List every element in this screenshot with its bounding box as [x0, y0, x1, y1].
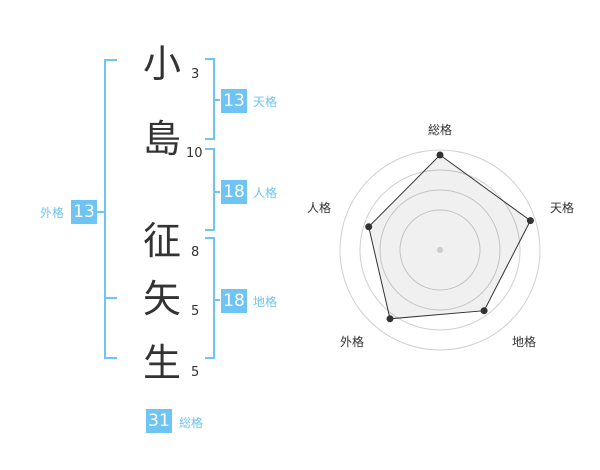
radar-point-soukaku — [436, 151, 444, 159]
stroke-count-3: 8 — [191, 245, 200, 260]
stroke-count-4: 5 — [191, 304, 200, 319]
stroke-count-2: 10 — [186, 146, 203, 161]
radar-label-jinkaku: 人格 — [307, 200, 331, 215]
jinkaku-label: 人格 — [253, 186, 278, 200]
stroke-count-5: 5 — [191, 365, 200, 380]
gaikaku-badge: 13 — [71, 200, 97, 224]
radar-point-gaikaku — [386, 315, 394, 323]
radar-ring-1 — [339, 149, 541, 351]
chikaku-badge: 18 — [221, 289, 247, 313]
gaikaku-label: 外格 — [40, 206, 65, 220]
name-char-2: 島 — [143, 117, 182, 161]
radar-ring-3 — [379, 189, 501, 311]
radar-label-soukaku: 総格 — [428, 122, 452, 137]
name-char-1: 小 — [143, 42, 182, 86]
tenkaku-label: 天格 — [253, 95, 278, 109]
stroke-count-1: 3 — [191, 67, 200, 82]
radar-label-gaikaku: 外格 — [340, 334, 364, 349]
name-char-5: 生 — [143, 341, 182, 385]
chikaku-label: 地格 — [253, 295, 278, 309]
radar-point-tenkaku — [526, 217, 534, 225]
radar-point-chikaku — [480, 307, 488, 315]
radar-ring-2 — [359, 169, 521, 331]
name-char-3: 征 — [143, 219, 182, 263]
radar-point-jinkaku — [365, 223, 373, 231]
radar-polygon — [368, 154, 532, 320]
radar-ring-4 — [399, 209, 481, 291]
radar-label-chikaku: 地格 — [512, 334, 536, 349]
soukaku-badge: 31 — [146, 409, 172, 433]
soukaku-label: 総格 — [179, 416, 204, 430]
radar-label-tenkaku: 天格 — [550, 200, 574, 215]
jinkaku-badge: 18 — [221, 180, 247, 204]
tenkaku-badge: 13 — [221, 89, 247, 113]
name-char-4: 矢 — [143, 277, 182, 321]
radar-center-dot — [437, 247, 443, 253]
radar-rings — [339, 149, 541, 351]
